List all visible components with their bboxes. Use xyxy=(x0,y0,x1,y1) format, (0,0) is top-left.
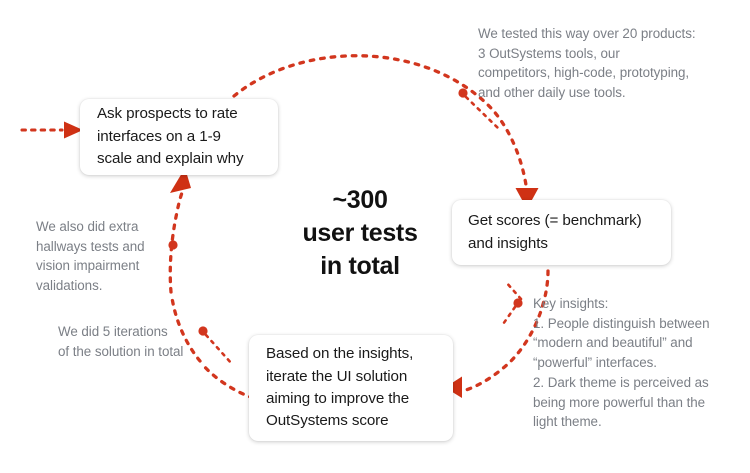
note-key-insights: Key insights: 1. People distinguish betw… xyxy=(533,296,710,430)
step-card-get-scores[interactable]: Get scores (= benchmark) and insights xyxy=(452,200,671,265)
arc-iterate-to-ask xyxy=(168,168,255,400)
dot-products xyxy=(458,88,468,98)
note-hallway-tests: We also did extra hallways tests and vis… xyxy=(36,219,145,294)
entry-arrow xyxy=(20,121,83,139)
dot-hallways xyxy=(168,240,178,250)
note-iterations: We did 5 iterations of the solution in t… xyxy=(58,324,184,359)
step-card-ask[interactable]: Ask prospects to rate interfaces on a 1-… xyxy=(80,99,278,175)
dot-insights xyxy=(513,298,523,308)
step-card-iterate[interactable]: Based on the insights, iterate the UI so… xyxy=(249,335,453,441)
step-card-iterate-label: Based on the insights, iterate the UI so… xyxy=(266,345,414,430)
step-card-get-scores-label: Get scores (= benchmark) and insights xyxy=(468,212,642,252)
note-products-tested: We tested this way over 20 products: 3 O… xyxy=(478,26,696,101)
step-card-ask-label: Ask prospects to rate interfaces on a 1-… xyxy=(97,105,244,168)
cycle-center-label: ~300 user tests in total xyxy=(302,186,418,280)
